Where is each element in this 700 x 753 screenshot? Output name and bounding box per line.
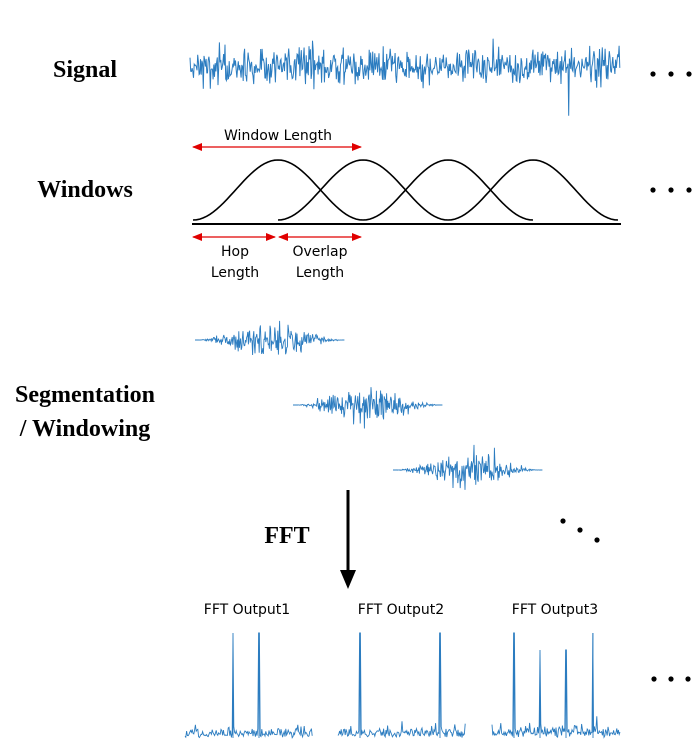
fft-label: FFT xyxy=(264,523,309,549)
segmentation-label-line2: / Windowing xyxy=(19,416,151,442)
fft-output-3-title: FFT Output3 xyxy=(512,602,598,618)
segment-2 xyxy=(293,387,443,429)
signal-label: Signal xyxy=(53,57,117,83)
window-curve-2 xyxy=(277,159,449,221)
hop-label-line1: Hop xyxy=(221,244,249,260)
fft-spectrum-1 xyxy=(184,632,313,739)
fft-spectra xyxy=(184,632,621,739)
window-length-label: Window Length xyxy=(224,128,332,144)
segmentation-label-line1: Segmentation xyxy=(15,382,155,408)
ellipsis-fft xyxy=(651,676,691,682)
window-curve-4 xyxy=(447,159,619,221)
window-curve-1 xyxy=(192,159,364,221)
ellipsis-signal xyxy=(650,71,692,77)
ellipsis-windows xyxy=(650,187,692,193)
ellipsis-segments xyxy=(560,518,600,543)
fft-spectrum-3 xyxy=(491,632,621,739)
overlap-label-line2: Length xyxy=(296,265,344,281)
windows-label: Windows xyxy=(37,177,133,203)
segment-1 xyxy=(195,320,345,356)
hop-label-line2: Length xyxy=(211,265,259,281)
windowed-segments xyxy=(195,320,543,490)
fft-output-1-title: FFT Output1 xyxy=(204,602,290,618)
segment-3 xyxy=(393,444,543,490)
window-functions xyxy=(192,159,619,221)
signal-waveform xyxy=(189,38,621,116)
fft-spectrum-2 xyxy=(337,632,466,739)
fft-arrow-head xyxy=(340,570,356,589)
window-curve-3 xyxy=(362,159,534,221)
fft-output-2-title: FFT Output2 xyxy=(358,602,444,618)
overlap-label-line1: Overlap xyxy=(292,244,347,260)
